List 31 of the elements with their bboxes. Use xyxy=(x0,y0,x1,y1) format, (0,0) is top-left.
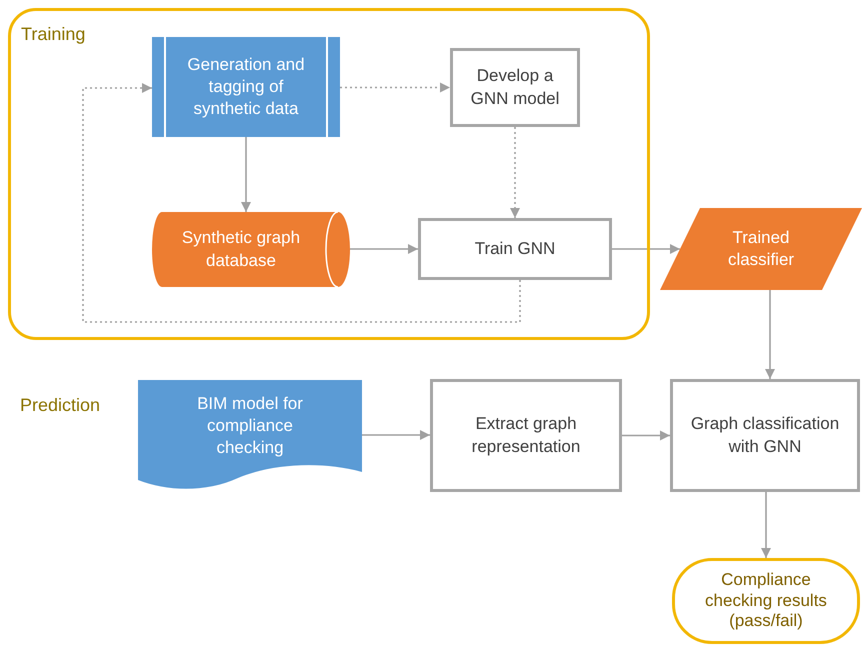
process-box xyxy=(418,218,612,280)
arrow xyxy=(622,430,670,440)
node-text: BIM model for compliance checking xyxy=(196,392,304,460)
node-text: Develop a GNN model xyxy=(470,65,560,110)
dotted-arrow xyxy=(510,127,520,218)
node-text: Train GNN xyxy=(474,238,556,260)
node-text: Graph classification with GNN xyxy=(690,413,840,458)
group-title: Training xyxy=(21,23,86,46)
dotted-arrow xyxy=(82,83,521,323)
arrow xyxy=(362,430,430,440)
terminal-shape xyxy=(672,558,860,644)
process-box xyxy=(450,48,580,127)
dotted-arrow xyxy=(340,82,450,92)
node-text: Compliance checking results (pass/fail) xyxy=(704,570,828,632)
database-cylinder xyxy=(152,212,350,287)
node-text: Extract graph representation xyxy=(470,413,582,458)
node-text: Generation and tagging of synthetic data xyxy=(186,54,306,120)
arrow xyxy=(241,137,251,212)
arrow xyxy=(612,244,680,254)
arrow xyxy=(350,244,418,254)
section-label: Prediction xyxy=(20,395,100,416)
arrow xyxy=(765,290,775,379)
process-box xyxy=(430,379,622,492)
node-text: Synthetic graph database xyxy=(180,227,302,272)
predefined-process-box xyxy=(152,37,340,137)
group-frame xyxy=(8,8,650,340)
arrow xyxy=(761,492,771,558)
document-shape xyxy=(138,380,362,490)
data-parallelogram xyxy=(660,208,862,290)
node-text: Trained classifier xyxy=(726,226,796,271)
process-box xyxy=(670,379,860,492)
